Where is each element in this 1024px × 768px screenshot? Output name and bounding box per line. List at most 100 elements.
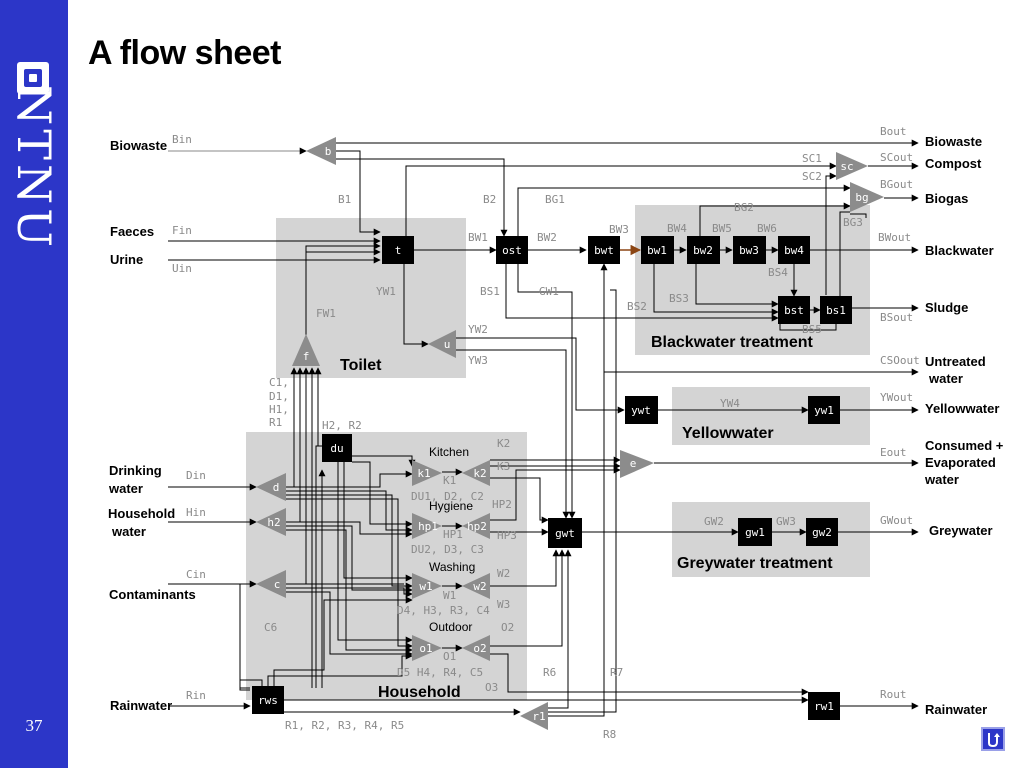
output-consumed-3: water bbox=[924, 472, 959, 487]
flow-label: B2 bbox=[483, 193, 496, 206]
svg-text:ost: ost bbox=[502, 244, 522, 257]
sidebar: NTNU 37 bbox=[0, 0, 68, 768]
svg-text:w1: w1 bbox=[419, 580, 432, 593]
svg-text:c: c bbox=[274, 578, 281, 591]
svg-text:bs1: bs1 bbox=[826, 304, 846, 317]
output-greywater: Greywater bbox=[929, 523, 993, 538]
output-consumed-2: Evaporated bbox=[925, 455, 996, 470]
node-hp1: hp1 bbox=[412, 513, 442, 539]
flow-label: Fin bbox=[172, 224, 192, 237]
return-arrow-icon[interactable] bbox=[981, 727, 1005, 751]
region-title-blackwater: Blackwater treatment bbox=[651, 334, 814, 351]
flow-label: SC1 bbox=[802, 152, 822, 165]
node-o2: o2 bbox=[462, 635, 490, 661]
flow-label: DU2, D3, C3 bbox=[411, 543, 484, 556]
flow-label: C1, bbox=[269, 376, 289, 389]
svg-text:k2: k2 bbox=[473, 467, 486, 480]
flow-label: SC2 bbox=[802, 170, 822, 183]
node-h2: h2 bbox=[256, 508, 286, 536]
input-urine: Urine bbox=[110, 252, 143, 267]
flow-label: K2 bbox=[497, 437, 510, 450]
flow-label: D1, bbox=[269, 390, 289, 403]
flow-label: BS1 bbox=[480, 285, 500, 298]
flow-label: O3 bbox=[485, 681, 498, 694]
input-household-2: water bbox=[111, 524, 146, 539]
flow-label: H1, bbox=[269, 403, 289, 416]
svg-text:hp1: hp1 bbox=[418, 520, 438, 533]
input-drinking-1: Drinking bbox=[109, 463, 162, 478]
region-title-greywater: Greywater treatment bbox=[677, 555, 833, 572]
node-sc: sc bbox=[836, 152, 868, 180]
flow-label: R1 bbox=[269, 416, 282, 429]
node-yw1: yw1 bbox=[808, 396, 840, 424]
flow-labels: Bin Fin Uin Din Hin Cin Rin Bout SCout B… bbox=[172, 125, 920, 741]
flow-label: BGout bbox=[880, 178, 913, 191]
region-title-yellowwater: Yellowwater bbox=[682, 425, 774, 442]
node-w1: w1 bbox=[412, 573, 442, 599]
flow-label: GW2 bbox=[704, 515, 724, 528]
flow-label: Bout bbox=[880, 125, 907, 138]
output-sludge: Sludge bbox=[925, 300, 968, 315]
svg-text:gw1: gw1 bbox=[745, 526, 765, 539]
flow-label: SCout bbox=[880, 151, 913, 164]
svg-text:r1: r1 bbox=[532, 710, 545, 723]
flow-label: BS2 bbox=[627, 300, 647, 313]
flow-label: HP1 bbox=[443, 528, 463, 541]
svg-text:e: e bbox=[630, 457, 637, 470]
node-r1: r1 bbox=[520, 702, 548, 730]
svg-text:o1: o1 bbox=[419, 642, 432, 655]
flow-label: YW4 bbox=[720, 397, 740, 410]
node-c: c bbox=[256, 570, 286, 598]
node-k2: k2 bbox=[462, 460, 490, 486]
flow-label: W1 bbox=[443, 589, 456, 602]
svg-text:ywt: ywt bbox=[631, 404, 651, 417]
flow-label: YWout bbox=[880, 391, 913, 404]
slide-title: A flow sheet bbox=[88, 34, 282, 72]
flow-label: BW4 bbox=[667, 222, 687, 235]
node-f: f bbox=[292, 334, 320, 366]
node-bw1: bw1 bbox=[641, 236, 674, 264]
svg-text:h2: h2 bbox=[267, 516, 280, 529]
svg-text:d: d bbox=[273, 481, 280, 494]
splitter-nodes: b sc bg u f e d h2 c k1 k2 hp1 hp2 w1 w2… bbox=[256, 137, 884, 730]
process-boxes: t ost bwt bw1 bw2 bw3 bw4 bst bs1 ywt yw… bbox=[252, 236, 852, 720]
input-biowaste: Biowaste bbox=[110, 138, 167, 153]
flow-label: W2 bbox=[497, 567, 510, 580]
svg-text:k1: k1 bbox=[417, 467, 430, 480]
node-ost: ost bbox=[496, 236, 528, 264]
flow-label: BW3 bbox=[609, 223, 629, 236]
node-d: d bbox=[256, 473, 286, 501]
node-b: b bbox=[306, 137, 336, 165]
flow-label: BG2 bbox=[734, 201, 754, 214]
sub-outdoor: Outdoor bbox=[429, 620, 472, 634]
flow-label: BW2 bbox=[537, 231, 557, 244]
output-biogas: Biogas bbox=[925, 191, 968, 206]
flow-label: GWout bbox=[880, 514, 913, 527]
flow-label: R7 bbox=[610, 666, 623, 679]
node-e: e bbox=[620, 450, 654, 478]
flow-label: Din bbox=[186, 469, 206, 482]
flow-label: R8 bbox=[603, 728, 616, 741]
flow-label: R6 bbox=[543, 666, 556, 679]
flow-label: CSOout bbox=[880, 354, 920, 367]
flow-label: DU1, D2, C2 bbox=[411, 490, 484, 503]
node-rw1: rw1 bbox=[808, 692, 840, 720]
flow-label: BG1 bbox=[545, 193, 565, 206]
svg-text:du: du bbox=[330, 442, 343, 455]
node-bw2: bw2 bbox=[687, 236, 720, 264]
output-yellowwater: Yellowwater bbox=[925, 401, 999, 416]
node-bwt: bwt bbox=[588, 236, 620, 264]
node-gw2: gw2 bbox=[806, 518, 838, 546]
svg-text:bw4: bw4 bbox=[784, 244, 804, 257]
flow-label: GW1 bbox=[539, 285, 559, 298]
flow-label: BS3 bbox=[669, 292, 689, 305]
node-u: u bbox=[428, 330, 456, 358]
output-biowaste: Biowaste bbox=[925, 134, 982, 149]
flow-label: HP3 bbox=[497, 529, 517, 542]
svg-text:hp2: hp2 bbox=[467, 520, 487, 533]
input-contaminants: Contaminants bbox=[109, 587, 196, 602]
flow-label: YW1 bbox=[376, 285, 396, 298]
flow-label: YW2 bbox=[468, 323, 488, 336]
svg-text:f: f bbox=[303, 350, 310, 363]
